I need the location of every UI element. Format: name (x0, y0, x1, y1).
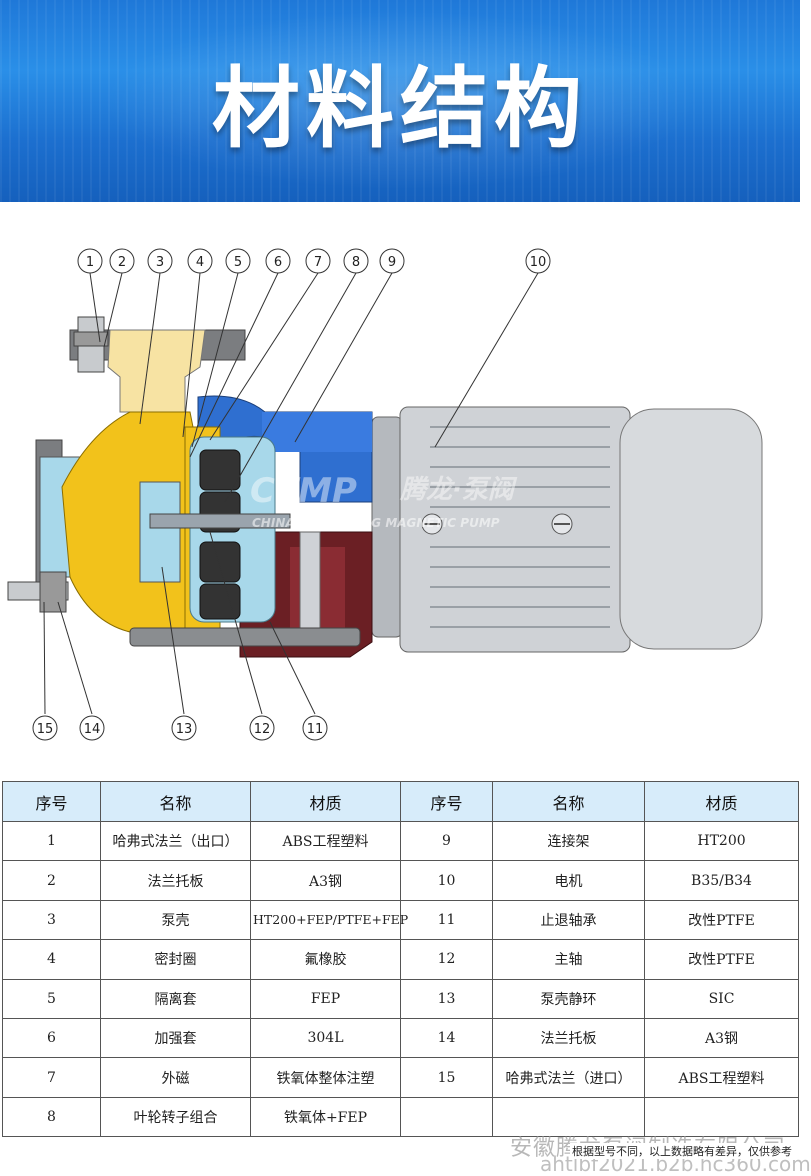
callout-14: 14 (84, 722, 101, 737)
table-cell: 13 (400, 978, 493, 1019)
pump-structure-diagram: CTMP 腾龙·泵阀 CHINA · TENGLONG MAGNETIC PUM… (0, 202, 800, 762)
table-row: 2 法兰托板 A3钢 10 电机 B35/B34 (2, 860, 799, 901)
outlet-flange (69, 329, 246, 413)
table-cell: 改性PTFE (644, 939, 799, 980)
table-row: 5 隔离套 FEP 13 泵壳静环 SIC (2, 978, 799, 1019)
table-cell: 止退轴承 (492, 899, 645, 941)
callout-6: 6 (274, 255, 282, 270)
connection-bracket (197, 395, 373, 503)
header-material-left: 材质 (250, 781, 401, 822)
callout-13: 13 (176, 722, 193, 737)
callout-5: 5 (234, 255, 242, 270)
callout-9: 9 (388, 255, 396, 270)
table-cell: 隔离套 (100, 978, 251, 1019)
callouts: 1 2 3 4 5 6 7 8 9 10 11 12 13 1 (32, 248, 551, 741)
table-cell: 氟橡胶 (250, 939, 401, 980)
table-cell: ABS工程塑料 (250, 820, 401, 862)
table-row: 7 外磁 铁氧体整体注塑 15 哈弗式法兰（进口） ABS工程塑料 (2, 1057, 799, 1098)
table-cell: 2 (2, 860, 101, 901)
table-row: 8 叶轮转子组合 铁氧体+FEP (2, 1096, 799, 1138)
materials-table: 序号 名称 材质 序号 名称 材质 1 哈弗式法兰（出口） ABS工程塑料 9 … (2, 781, 799, 1138)
table-row: 6 加强套 304L 14 法兰托板 A3钢 (2, 1017, 799, 1059)
table-cell: ABS工程塑料 (644, 1057, 799, 1098)
table-cell: 泵壳静环 (492, 978, 645, 1019)
table-cell: 4 (2, 939, 101, 980)
footnote: 根据型号不同，以上数据略有差异，仅供参考 (570, 1143, 794, 1159)
table-cell: FEP (250, 978, 401, 1019)
table-row: 3 泵壳 HT200+FEP/PTFE+FEP 11 止退轴承 改性PTFE (2, 899, 799, 941)
table-cell: 304L (250, 1017, 401, 1059)
table-header-row: 序号 名称 材质 序号 名称 材质 (2, 781, 799, 822)
table-cell: 15 (400, 1057, 493, 1098)
table-cell: HT200+FEP/PTFE+FEP (250, 899, 408, 941)
table-cell: B35/B34 (644, 860, 799, 901)
callout-8: 8 (352, 255, 360, 270)
bolts (7, 316, 109, 613)
table-cell: 加强套 (100, 1017, 251, 1059)
table-cell: 连接架 (492, 820, 645, 862)
table-cell: 9 (400, 820, 493, 862)
table-cell: 法兰托板 (492, 1017, 645, 1059)
header-banner: 材料结构 (0, 0, 800, 202)
table-cell: 6 (2, 1017, 101, 1059)
table-row: 4 密封圈 氟橡胶 12 主轴 改性PTFE (2, 939, 799, 980)
callout-2: 2 (118, 255, 126, 270)
table-cell: 法兰托板 (100, 860, 251, 901)
table-cell: 外磁 (100, 1057, 251, 1098)
header-material-right: 材质 (644, 781, 799, 822)
table-cell: 铁氧体整体注塑 (250, 1057, 401, 1098)
leader-lines (43, 272, 539, 715)
table-cell (644, 1096, 799, 1138)
table-cell: 5 (2, 978, 101, 1019)
table-cell: 叶轮转子组合 (100, 1096, 251, 1138)
table-cell: 7 (2, 1057, 101, 1098)
table-cell: 1 (2, 820, 101, 862)
header-name-right: 名称 (492, 781, 645, 822)
header-index-right: 序号 (400, 781, 493, 822)
page-title: 材料结构 (211, 57, 588, 160)
table-row: 1 哈弗式法兰（出口） ABS工程塑料 9 连接架 HT200 (2, 820, 799, 862)
watermark-en: CHINA · TENGLONG MAGNETIC PUMP (252, 516, 500, 530)
table-cell: 哈弗式法兰（进口） (492, 1057, 645, 1098)
table-cell: 14 (400, 1017, 493, 1059)
table-cell: 12 (400, 939, 493, 980)
table-cell: 10 (400, 860, 493, 901)
table-cell (492, 1096, 645, 1138)
table-cell (400, 1096, 493, 1138)
table-cell: HT200 (644, 820, 799, 862)
header-stripes (0, 0, 800, 202)
watermark-brand: CTMP (250, 471, 357, 511)
table-cell: 铁氧体+FEP (250, 1096, 401, 1138)
isolation-sleeve-and-magnets (149, 436, 291, 623)
callout-12: 12 (254, 722, 271, 737)
table-cell: 主轴 (492, 939, 645, 980)
callout-3: 3 (156, 255, 164, 270)
callout-1: 1 (86, 255, 94, 270)
table-cell: A3钢 (250, 860, 401, 901)
motor (371, 406, 763, 653)
header-name-left: 名称 (100, 781, 251, 822)
table-cell: SIC (644, 978, 799, 1019)
table-cell: 电机 (492, 860, 645, 901)
table-cell: A3钢 (644, 1017, 799, 1059)
table-cell: 8 (2, 1096, 101, 1138)
callout-11: 11 (307, 722, 324, 737)
callout-10: 10 (530, 255, 547, 270)
table-cell: 哈弗式法兰（出口） (100, 820, 251, 862)
table-cell: 改性PTFE (644, 899, 799, 941)
table-cell: 3 (2, 899, 101, 941)
table-cell: 11 (400, 899, 493, 941)
table-cell: 密封圈 (100, 939, 251, 980)
callout-7: 7 (314, 255, 322, 270)
table-cell: 泵壳 (100, 899, 251, 941)
materials-table-wrap: 序号 名称 材质 序号 名称 材质 1 哈弗式法兰（出口） ABS工程塑料 9 … (2, 781, 799, 1138)
watermark-cn: 腾龙·泵阀 (399, 475, 518, 505)
callout-15: 15 (37, 722, 54, 737)
callout-4: 4 (196, 255, 204, 270)
header-index-left: 序号 (2, 781, 101, 822)
header-glow (100, 10, 700, 190)
